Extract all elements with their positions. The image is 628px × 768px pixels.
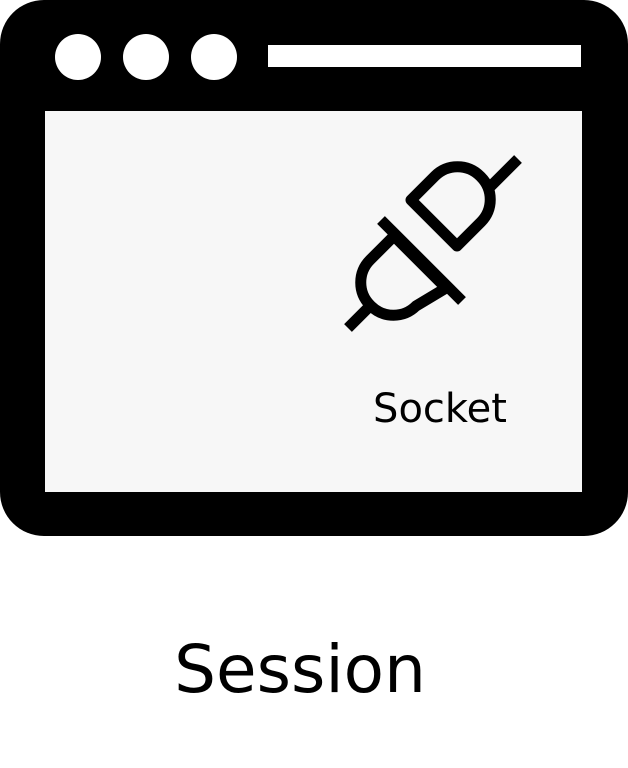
socket-label: Socket: [373, 386, 507, 432]
address-bar: [268, 45, 581, 67]
window-control-dot: [55, 34, 101, 80]
plug-icon: [344, 155, 522, 332]
window-control-dot: [191, 34, 237, 80]
session-label: Session: [174, 631, 426, 708]
window-content-pane: [45, 111, 582, 492]
browser-window-icon: [0, 0, 628, 536]
window-control-dot: [123, 34, 169, 80]
